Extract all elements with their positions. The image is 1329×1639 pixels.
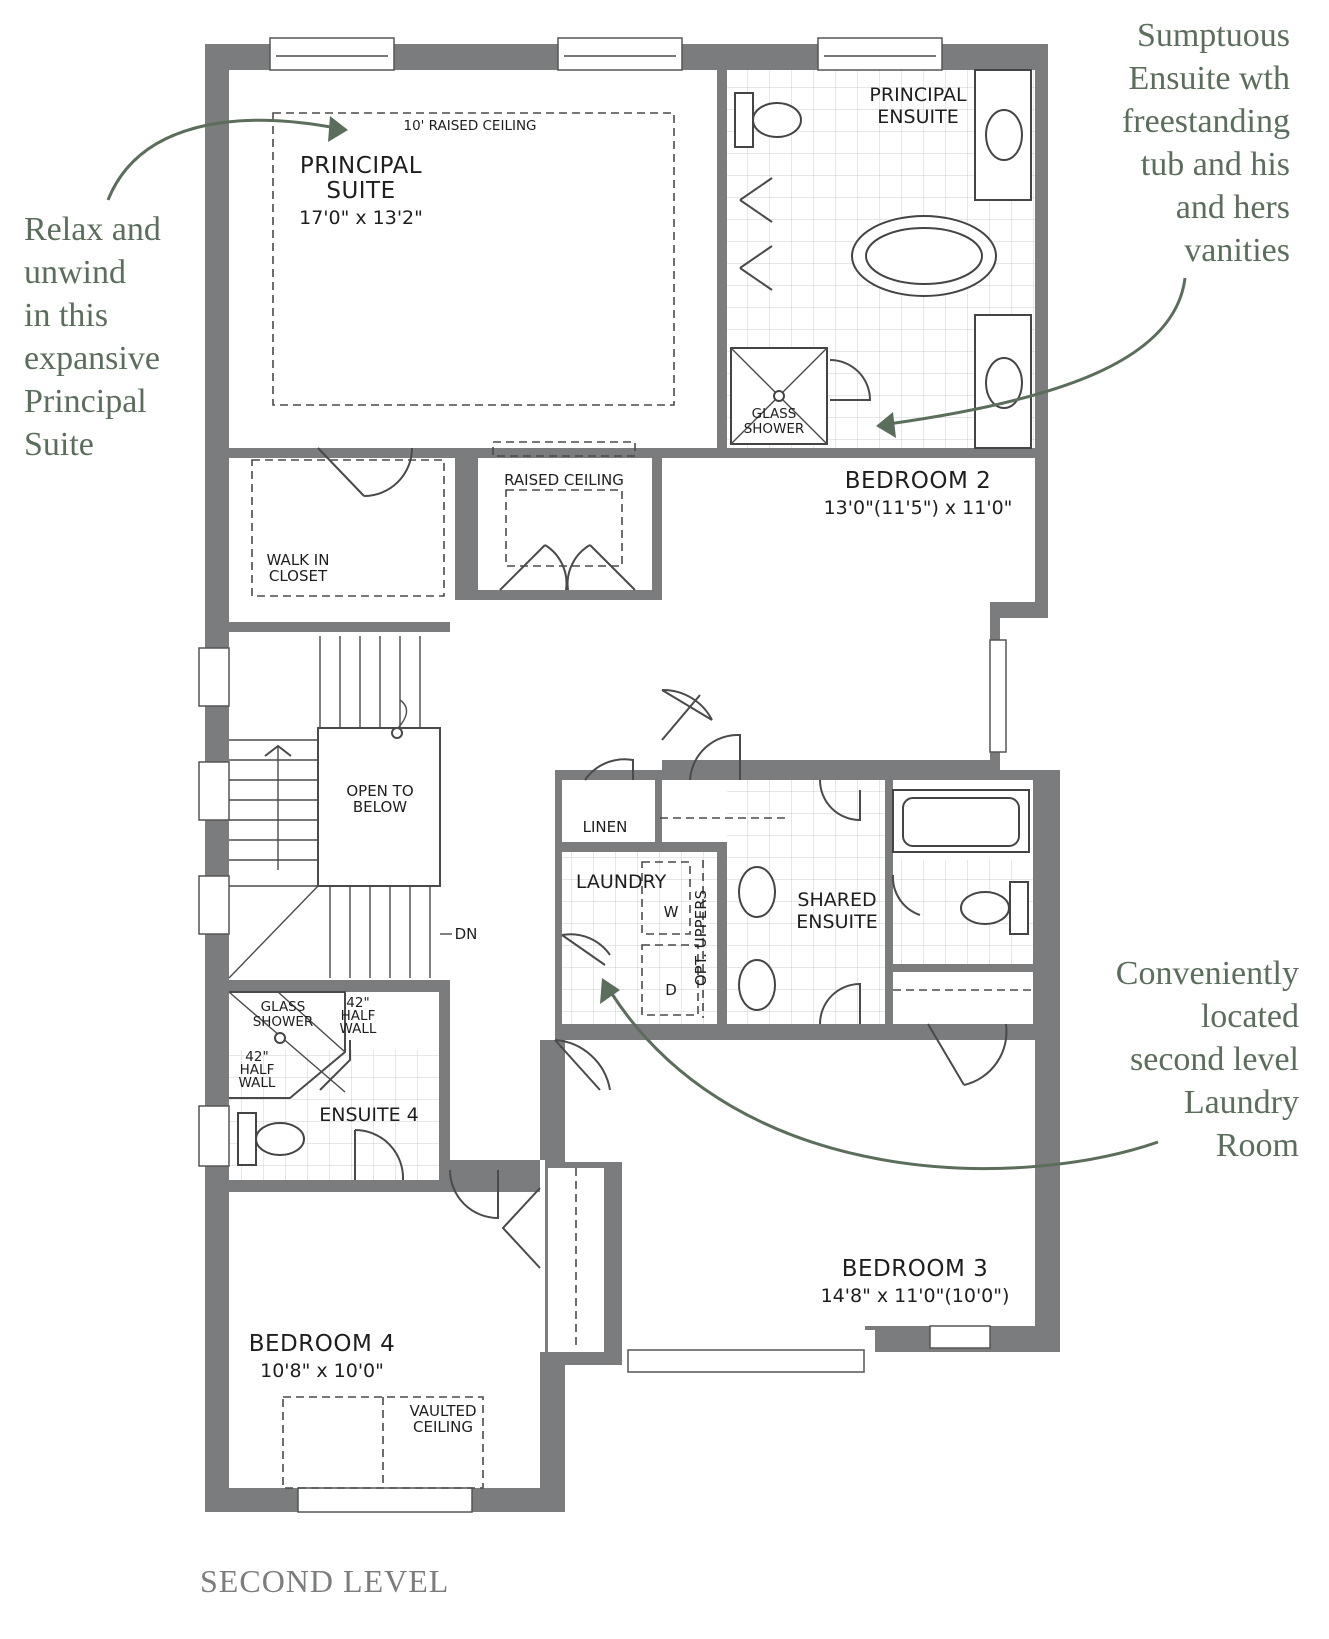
staircase [228, 636, 452, 979]
doors [317, 177, 1008, 1269]
text-line: Ensuite wth [1129, 60, 1290, 97]
text-line: BELOW [353, 798, 407, 816]
interior-details [251, 112, 1033, 1489]
text-line: Sumptuous [1137, 17, 1290, 54]
principal-suite-ceiling: 10' RAISED CEILING [403, 118, 536, 134]
text-line: WALK IN [267, 551, 330, 569]
text-line: WALL [239, 1075, 276, 1091]
laundry-washer: W [664, 903, 679, 921]
text-line: Principal [24, 383, 147, 420]
text-line: tub and his [1141, 146, 1290, 183]
text-line: PRINCIPAL [869, 84, 967, 106]
text-line: ENSUITE [796, 911, 877, 933]
laundry-name: LAUNDRY [576, 871, 667, 893]
text-line: PRINCIPAL [300, 153, 422, 179]
text-line: freestanding [1122, 103, 1290, 140]
fixtures [228, 69, 1032, 1166]
text-line: located [1201, 998, 1299, 1035]
linen-name: LINEN [583, 818, 628, 836]
bedroom3-name: BEDROOM 3 [842, 1256, 989, 1282]
bedroom3-dims: 14'8" x 11'0"(10'0") [821, 1285, 1010, 1307]
principal-suite-dims: 17'0" x 13'2" [299, 207, 423, 229]
text-line: SHARED [797, 889, 876, 911]
text-line: GLASS [261, 999, 306, 1015]
text-line: Laundry [1184, 1084, 1299, 1121]
text-line: HALF [341, 1008, 376, 1024]
text-line: in this [24, 297, 108, 334]
text-line: Suite [24, 426, 94, 463]
text-line: WALL [340, 1021, 377, 1037]
text-line: ENSUITE [877, 106, 958, 128]
bedroom4-name: BEDROOM 4 [249, 1331, 396, 1357]
text-line: CLOSET [269, 567, 328, 585]
laundry-uppers: OPT. UPPERS [692, 890, 710, 986]
stairs-dn: DN [455, 925, 478, 943]
text-line: SUITE [326, 178, 395, 204]
text-line: GLASS [752, 406, 797, 422]
text-line: second level [1130, 1041, 1299, 1078]
text-line: Conveniently [1116, 955, 1299, 992]
text-line: HALF [240, 1062, 275, 1078]
text-line: VAULTED [409, 1402, 476, 1420]
text-line: 42" [245, 1049, 268, 1065]
text-line: 10' RAISED CEILING [403, 118, 536, 134]
text-line: expansive [24, 340, 160, 377]
text-line: Relax and [24, 211, 161, 248]
bedroom2-dims: 13'0"(11'5") x 11'0" [824, 497, 1013, 519]
text-line: OPEN TO [346, 782, 413, 800]
bedroom4-dims: 10'8" x 10'0" [260, 1360, 384, 1382]
ensuite4-name: ENSUITE 4 [319, 1104, 419, 1126]
bedroom2-name: BEDROOM 2 [845, 468, 992, 494]
text-line: 42" [346, 995, 369, 1011]
callout-arrows [106, 116, 1187, 1170]
hall-ceiling: RAISED CEILING [504, 471, 624, 489]
text-line: vanities [1184, 232, 1290, 269]
text-line: SHOWER [253, 1014, 314, 1030]
text-line: and hers [1176, 189, 1290, 226]
level-label: SECOND LEVEL [200, 1563, 449, 1599]
text-line: unwind [24, 254, 126, 291]
text-line: Room [1216, 1127, 1299, 1164]
text-line: CEILING [413, 1418, 473, 1436]
laundry-dryer: D [665, 981, 677, 999]
windows [198, 37, 1007, 1513]
text-line: SHOWER [744, 421, 805, 437]
